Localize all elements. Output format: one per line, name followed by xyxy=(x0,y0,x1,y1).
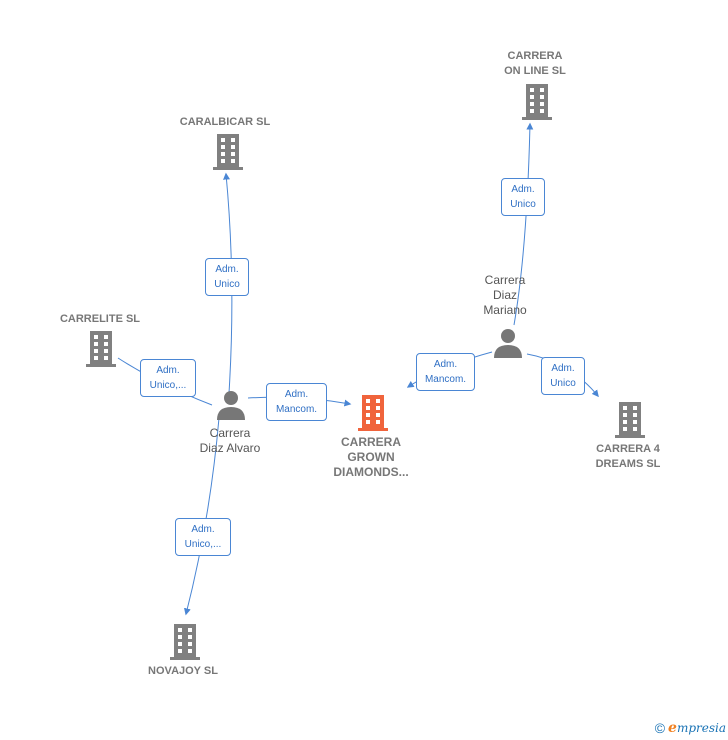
company-label-caralbicar[interactable]: CARALBICAR SL xyxy=(179,116,271,128)
person-icon[interactable] xyxy=(493,328,523,358)
edge-alvaro-novajoy xyxy=(183,417,220,616)
copyright-icon: © xyxy=(654,720,666,736)
building-icon[interactable] xyxy=(212,134,244,170)
edge-label-mariano-carrera4[interactable]: Adm. Unico xyxy=(541,357,585,395)
company-label-novajoy[interactable]: NOVAJOY SL xyxy=(148,665,218,677)
person-label-alvaro[interactable]: Carrera Diaz Alvaro xyxy=(199,426,261,455)
edge-label-alvaro-grown[interactable]: Adm. Mancom. xyxy=(266,383,327,421)
edge-label-alvaro-carrelite[interactable]: Adm. Unico,... xyxy=(140,359,196,397)
person-icon[interactable] xyxy=(216,390,246,420)
building-icon[interactable] xyxy=(614,402,646,438)
building-icon[interactable] xyxy=(357,395,389,431)
footer-brand: © empresia xyxy=(655,720,726,736)
edge-mariano-online xyxy=(513,122,534,326)
edge-label-mariano-grown[interactable]: Adm. Mancom. xyxy=(416,353,475,391)
building-icon[interactable] xyxy=(169,624,201,660)
person-label-mariano[interactable]: Carrera Diaz Mariano xyxy=(483,273,527,317)
brand-logo[interactable]: empresia xyxy=(668,720,726,736)
company-label-carrera-online[interactable]: CARRERA ON LINE SL xyxy=(504,50,566,77)
company-label-carrera4[interactable]: CARRERA 4 DREAMS SL xyxy=(595,443,661,470)
company-label-grown-diamonds[interactable]: CARRERA GROWN DIAMONDS... xyxy=(333,435,409,479)
building-icon[interactable] xyxy=(521,84,553,120)
edge-label-alvaro-novajoy[interactable]: Adm. Unico,... xyxy=(175,518,231,556)
company-label-carrelite[interactable]: CARRELITE SL xyxy=(59,313,141,325)
edge-label-alvaro-caralbicar[interactable]: Adm. Unico xyxy=(205,258,249,296)
building-icon[interactable] xyxy=(85,331,117,367)
edge-label-mariano-online[interactable]: Adm. Unico xyxy=(501,178,545,216)
